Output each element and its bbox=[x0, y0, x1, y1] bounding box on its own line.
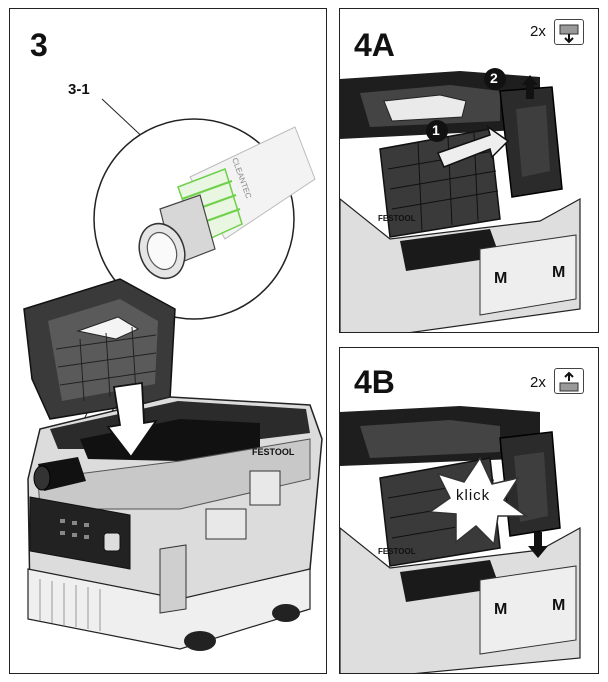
svg-text:M: M bbox=[494, 270, 507, 287]
klick-label: klick bbox=[456, 487, 491, 504]
svg-text:FESTOOL: FESTOOL bbox=[378, 547, 416, 556]
step-marker-2: 2 bbox=[490, 70, 498, 86]
vacuum-body bbox=[27, 396, 323, 651]
panel-step-4b: 4B 2x FESTOOL M M klick bbox=[339, 347, 599, 674]
battery-insert-icon bbox=[554, 368, 584, 394]
svg-text:FESTOOL: FESTOOL bbox=[378, 214, 416, 223]
step-number: 3 bbox=[30, 27, 48, 63]
repeat-count: 2x bbox=[530, 23, 546, 40]
step-number: 4B bbox=[354, 364, 395, 400]
step-marker-1: 1 bbox=[432, 122, 440, 138]
svg-text:M: M bbox=[494, 601, 507, 618]
hose-connector-detail: CLEANTEC bbox=[138, 126, 316, 280]
brand-logo: FESTOOL bbox=[252, 447, 295, 457]
panel-step-4a: 4A 2x FESTOOL M bbox=[339, 8, 599, 333]
push-down-arrow bbox=[106, 381, 158, 459]
panel-step-3: 3 3-1 CLEANTEC bbox=[9, 8, 327, 674]
battery-removal-illustration: FESTOOL M M bbox=[340, 68, 581, 332]
callout-label: 3-1 bbox=[68, 81, 90, 98]
svg-text:M: M bbox=[552, 597, 565, 614]
vacuum-illustration: CLEANTEC bbox=[23, 98, 323, 651]
svg-text:M: M bbox=[552, 264, 565, 281]
klick-burst bbox=[427, 456, 529, 546]
battery-insertion-illustration: FESTOOL M M bbox=[340, 406, 581, 673]
battery-remove-icon bbox=[554, 19, 584, 45]
open-lid bbox=[23, 278, 176, 420]
step-number: 4A bbox=[354, 27, 395, 63]
repeat-count: 2x bbox=[530, 374, 546, 391]
